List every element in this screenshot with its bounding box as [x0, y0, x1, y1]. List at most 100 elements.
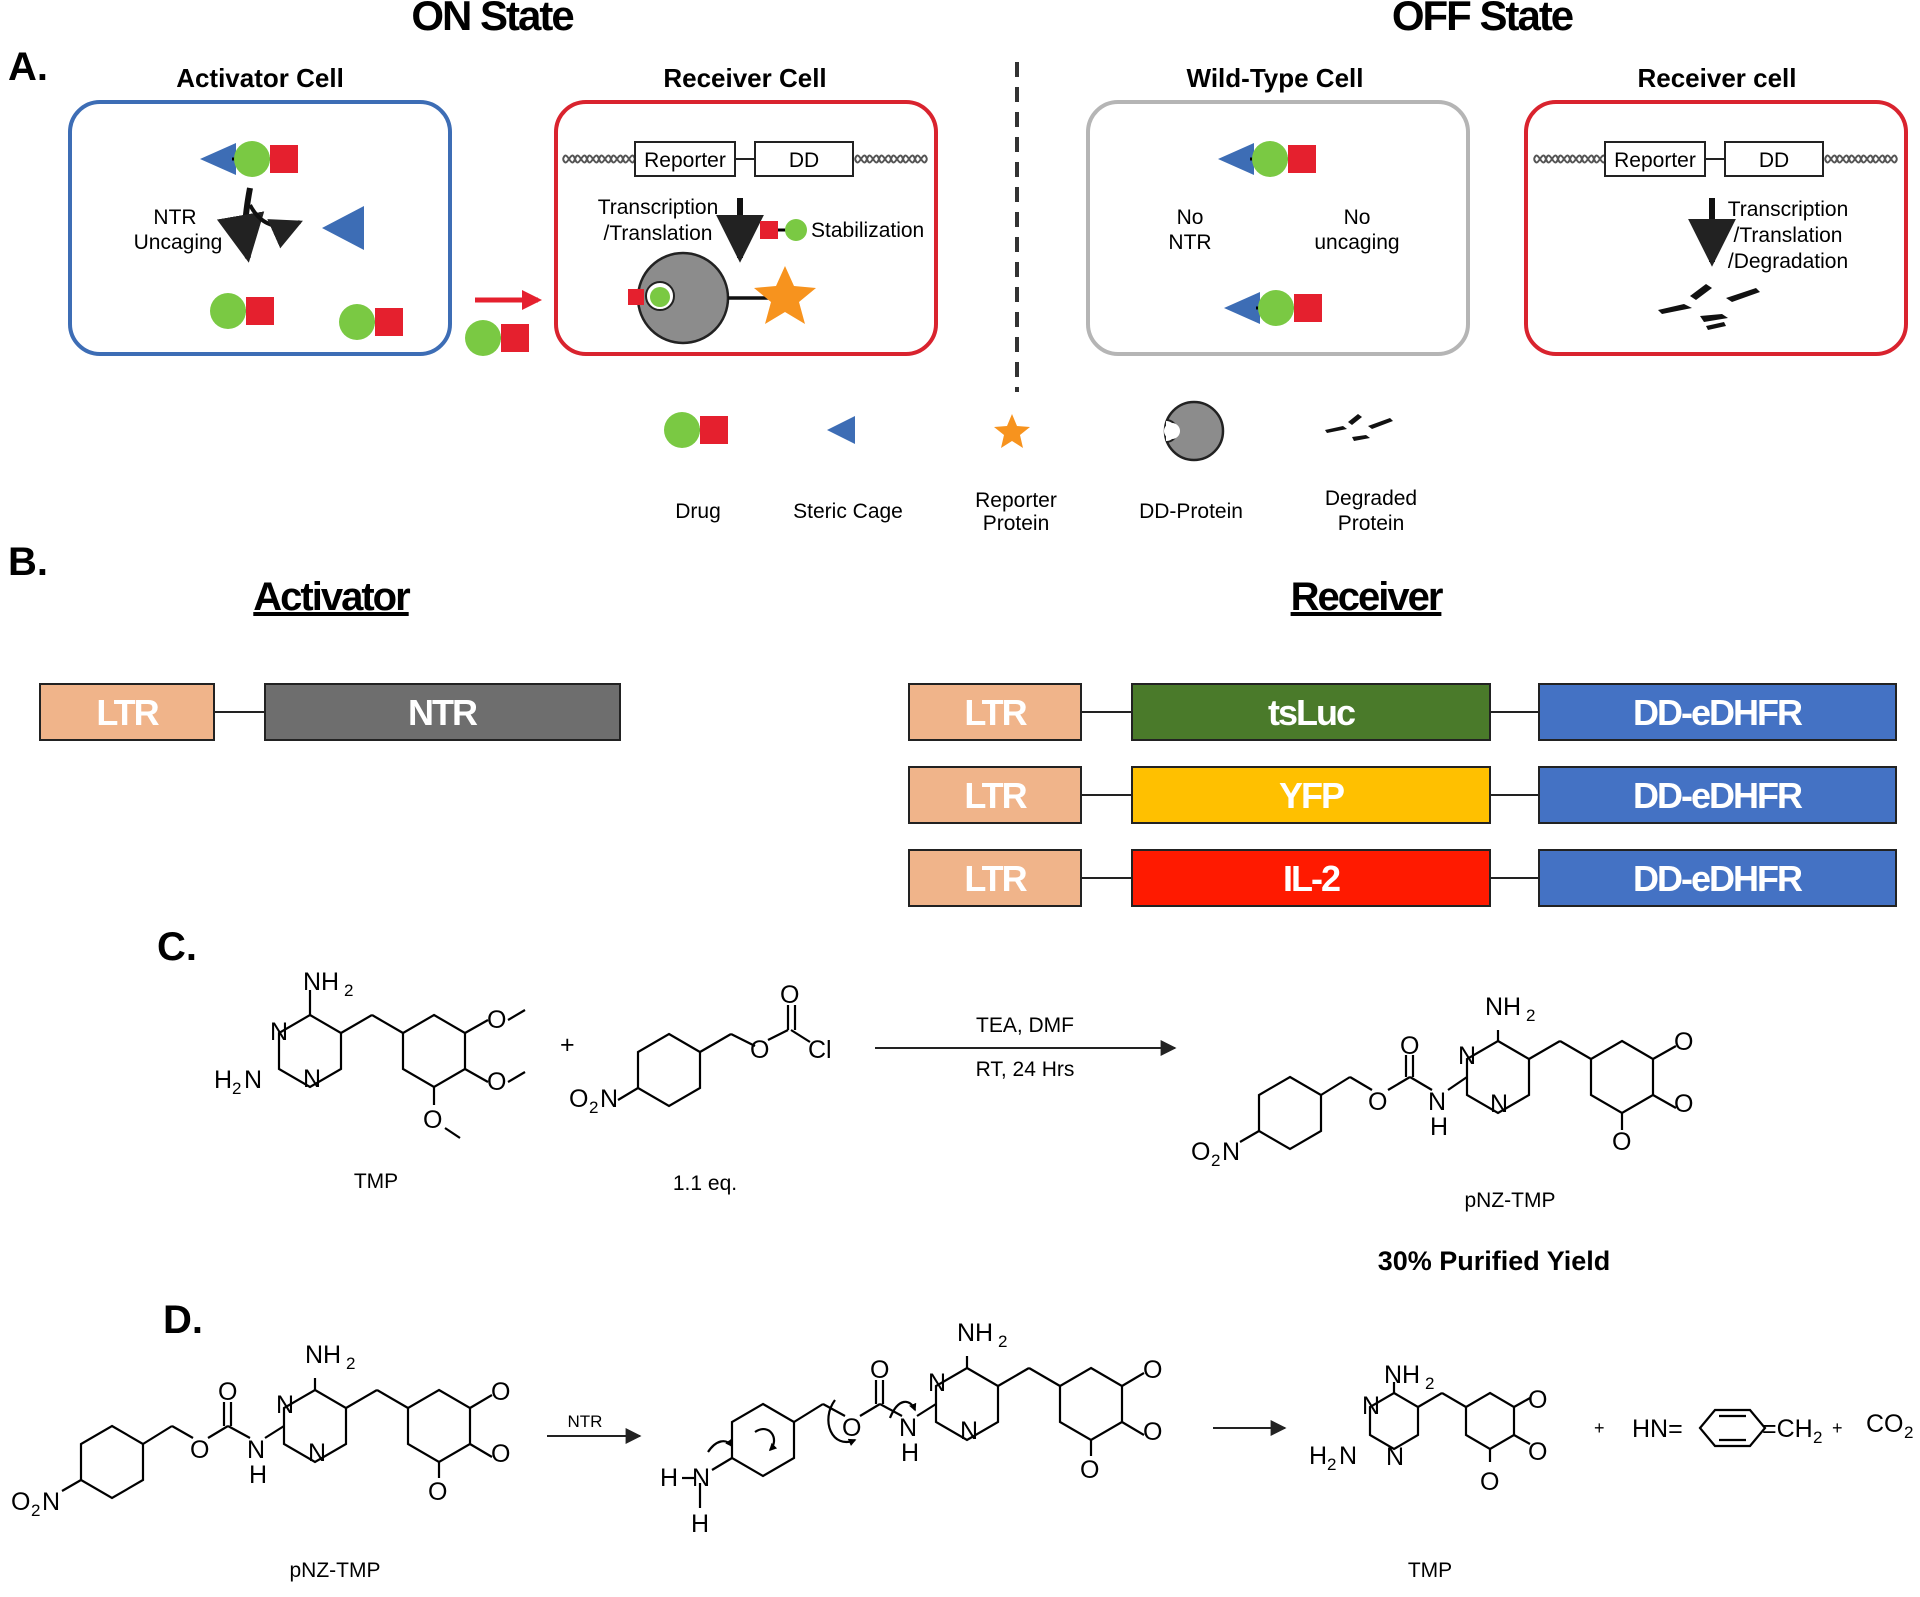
dd-edhfr-block: [1538, 766, 1897, 824]
byproduct-2-sub: 2: [1904, 1423, 1913, 1442]
dna-helix-left: [1533, 154, 1607, 164]
no-uncaging-label-1: No: [1344, 206, 1371, 229]
pnz-o2n-n: N: [600, 1085, 618, 1113]
pnz-o2n: O: [569, 1085, 588, 1113]
ltr-label: LTR: [964, 692, 1027, 733]
caged-drug-icon: [1216, 139, 1318, 179]
pnz-cl: Cl: [808, 1036, 832, 1064]
no-ntr-label-2: NTR: [1168, 231, 1211, 254]
tmp-h2n: H: [214, 1066, 232, 1094]
tmp-d-n2: N: [1386, 1443, 1404, 1471]
panel-a-label: A.: [8, 45, 48, 89]
tsluc-block: [1131, 683, 1491, 741]
int-nh-n: N: [899, 1414, 917, 1442]
product-n2: N: [1490, 1090, 1508, 1118]
product-o1: O: [1674, 1028, 1693, 1056]
tmp-d-n1: N: [1362, 1392, 1380, 1420]
intermediate-structure: [682, 1356, 1145, 1508]
caged-drug-icon: [198, 139, 300, 179]
dd-edhfr-label: DD-eDHFR: [1633, 775, 1803, 816]
start-label: pNZ-TMP: [290, 1559, 381, 1582]
drug-icon: [337, 302, 405, 342]
ltr-block: [908, 683, 1082, 741]
receiver-cell-off: [1524, 100, 1908, 356]
byproduct-1-right: =CH: [1762, 1415, 1813, 1443]
degradation-label-3: /Degradation: [1728, 250, 1848, 273]
on-state-title: ON State: [411, 0, 573, 39]
int-aniline-n: N: [692, 1464, 710, 1492]
reporter-star-icon: [754, 266, 816, 324]
product-o2: O: [1674, 1090, 1693, 1118]
product-o2n-n: N: [1222, 1138, 1240, 1166]
receiver-construct-yfp: LTR YFP DD-eDHFR: [908, 766, 1897, 824]
tmp-o2: O: [487, 1068, 506, 1096]
receiver-construct-il2: LTR IL-2 DD-eDHFR: [908, 849, 1897, 907]
stabilized-drug-red: [760, 221, 778, 239]
dna-helix-right: [1824, 154, 1898, 164]
start-n1: N: [276, 1391, 294, 1419]
start-o2n-sub: 2: [31, 1501, 40, 1520]
tmp-structure-d: [1368, 1382, 1531, 1462]
legend-cage-label: Steric Cage: [793, 500, 903, 523]
dd-gene-box: [754, 141, 854, 177]
tmp-o1: O: [487, 1006, 506, 1034]
yfp-label: YFP: [1279, 775, 1344, 816]
dna-helix-right: [854, 154, 928, 164]
ltr-label: LTR: [964, 858, 1027, 899]
int-aniline-h1: H: [660, 1464, 678, 1492]
ltr-label: LTR: [964, 775, 1027, 816]
uncaging-arrow: [216, 187, 265, 263]
int-o-ester: O: [842, 1414, 861, 1442]
start-n2: N: [308, 1439, 326, 1467]
receiver-title: Receiver: [1291, 575, 1443, 619]
stabilized-drug-green: [785, 219, 807, 241]
tmp-d-h2n-sub: 2: [1327, 1455, 1336, 1474]
steric-cage-icon: [827, 416, 855, 444]
int-o1: O: [1143, 1356, 1162, 1384]
ltr-block: [39, 683, 215, 741]
ltr-block: [908, 766, 1082, 824]
quinone-ring: [1698, 1408, 1767, 1448]
product-nh2: NH: [1485, 993, 1521, 1021]
pnz-tmp-structure-c: [1239, 1030, 1677, 1151]
start-o-ester: O: [190, 1436, 209, 1464]
start-nh2-sub: 2: [346, 1354, 355, 1373]
start-o2n-n: N: [42, 1488, 60, 1516]
start-o2: O: [491, 1440, 510, 1468]
reactant-2-label: 1.1 eq.: [673, 1172, 737, 1195]
reporter-gene-box: [1604, 141, 1706, 177]
product-label: pNZ-TMP: [1465, 1189, 1556, 1212]
start-nh-n: N: [247, 1436, 265, 1464]
transcription-label-1: Transcription: [598, 196, 719, 219]
release-arrow: [248, 204, 303, 249]
ntr-label-1: NTR: [153, 206, 196, 229]
yield-label: 30% Purified Yield: [1378, 1246, 1611, 1276]
activator-cell-title: Activator Cell: [176, 63, 344, 93]
product-nh-h: H: [1430, 1113, 1448, 1141]
start-nh-h: H: [249, 1461, 267, 1489]
plus-sign-d2: +: [1832, 1418, 1843, 1438]
start-o3: O: [428, 1478, 447, 1506]
tmp-d-h2n: H: [1309, 1442, 1327, 1470]
tsluc-label: tsLuc: [1268, 692, 1355, 733]
start-o1: O: [491, 1378, 510, 1406]
product-o-carbonyl: O: [1400, 1032, 1419, 1060]
product-nh2-sub: 2: [1526, 1006, 1535, 1025]
product-o2n: O: [1191, 1138, 1210, 1166]
legend-dd-label: DD-Protein: [1139, 500, 1243, 523]
panel-b-label: B.: [8, 540, 48, 584]
dd-edhfr-label: DD-eDHFR: [1633, 858, 1803, 899]
tmp-nh2-sub: 2: [344, 981, 353, 1000]
int-o-carbonyl: O: [870, 1356, 889, 1384]
ntr-block: [264, 683, 621, 741]
pnz-tmp-structure-d: [61, 1378, 493, 1500]
product-o2n-sub: 2: [1211, 1151, 1220, 1170]
activator-title: Activator: [253, 575, 410, 619]
int-n1: N: [928, 1369, 946, 1397]
degradation-label-1: Transcription: [1728, 198, 1849, 221]
panel-c-label: C.: [157, 925, 197, 969]
tmp-d-o3: O: [1480, 1468, 1499, 1496]
conditions-line-2: RT, 24 Hrs: [976, 1058, 1075, 1081]
end-label: TMP: [1408, 1559, 1452, 1582]
drug-icon: [208, 291, 276, 331]
